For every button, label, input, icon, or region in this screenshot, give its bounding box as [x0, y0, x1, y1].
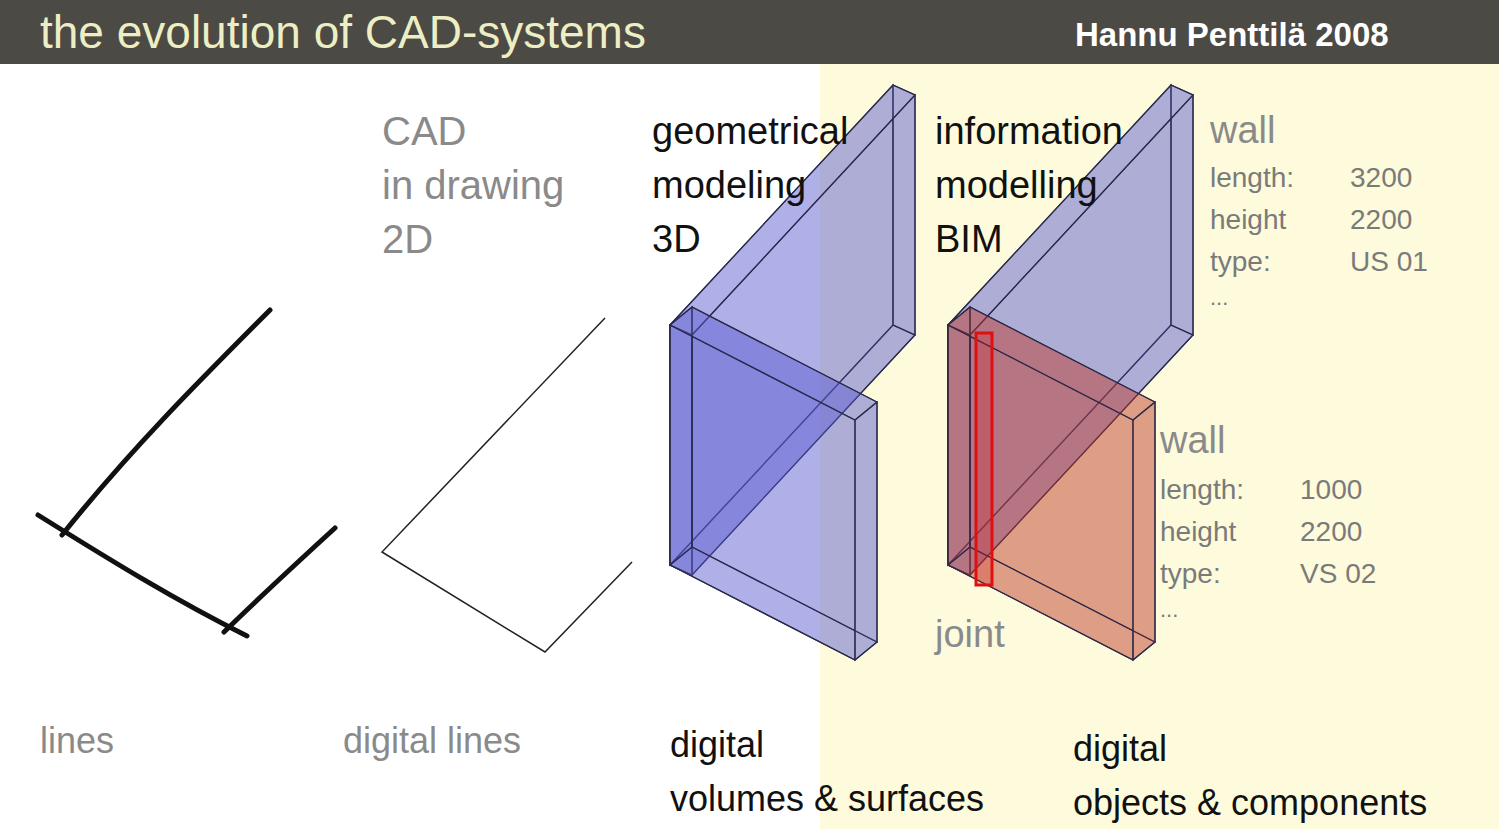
property-name: height: [1210, 202, 1286, 237]
property-name: height: [1160, 514, 1236, 549]
property-value: 2200: [1300, 514, 1362, 549]
property-value: 3200: [1350, 160, 1412, 195]
wall-face: [948, 307, 970, 565]
wall-face: [893, 85, 915, 335]
text-line: BIM: [935, 212, 1123, 266]
text-line: volumes & surfaces: [670, 772, 984, 826]
text-line: digital: [670, 718, 984, 772]
property-value: 1000: [1300, 472, 1362, 507]
text-line: modeling: [652, 158, 848, 212]
text-line: modelling: [935, 158, 1123, 212]
property-name: type:: [1210, 244, 1271, 279]
text-line: in drawing: [382, 158, 564, 212]
wall-solid: [948, 307, 1155, 660]
digital-lines: [382, 318, 632, 652]
wall-face: [670, 307, 877, 420]
sketch-line: [224, 528, 335, 632]
object-name: wall: [1160, 416, 1225, 464]
wall-face: [670, 307, 692, 565]
property-value: US 01: [1350, 244, 1428, 279]
property-name: type:: [1160, 556, 1221, 591]
text-line: 3D: [652, 212, 848, 266]
sketch-line: [38, 515, 247, 636]
sketch-line: [62, 310, 270, 535]
joint-label: joint: [935, 610, 1005, 658]
property-value: VS 02: [1300, 556, 1376, 591]
stage-heading: CAD in drawing 2D: [382, 104, 564, 266]
text-line: information: [935, 104, 1123, 158]
wall-face: [855, 402, 877, 660]
wall-face: [1171, 85, 1193, 335]
stage-heading: information modelling BIM: [935, 104, 1123, 266]
property-value: 2200: [1350, 202, 1412, 237]
text-line: digital: [1073, 722, 1427, 776]
stage-caption: lines: [40, 718, 114, 763]
author-credit: Hannu Penttilä 2008: [1075, 14, 1389, 55]
stage-heading: geometrical modeling 3D: [652, 104, 848, 266]
stage-caption: digital objects & components: [1073, 722, 1427, 829]
property-name: length:: [1160, 472, 1244, 507]
object-name: wall: [1210, 106, 1275, 154]
property-name: length:: [1210, 160, 1294, 195]
text-line: geometrical: [652, 104, 848, 158]
text-line: CAD: [382, 104, 564, 158]
property-more: ...: [1160, 596, 1178, 624]
hand-lines: [38, 310, 335, 636]
text-line: objects & components: [1073, 776, 1427, 829]
text-line: 2D: [382, 212, 564, 266]
stage-caption: digital lines: [343, 718, 521, 763]
joint-marker: [976, 333, 992, 585]
wall-face: [1133, 402, 1155, 660]
wall-solid: [670, 307, 877, 660]
page-title: the evolution of CAD-systems: [40, 6, 646, 58]
property-more: ...: [1210, 284, 1228, 312]
stage-caption: digital volumes & surfaces: [670, 718, 984, 826]
